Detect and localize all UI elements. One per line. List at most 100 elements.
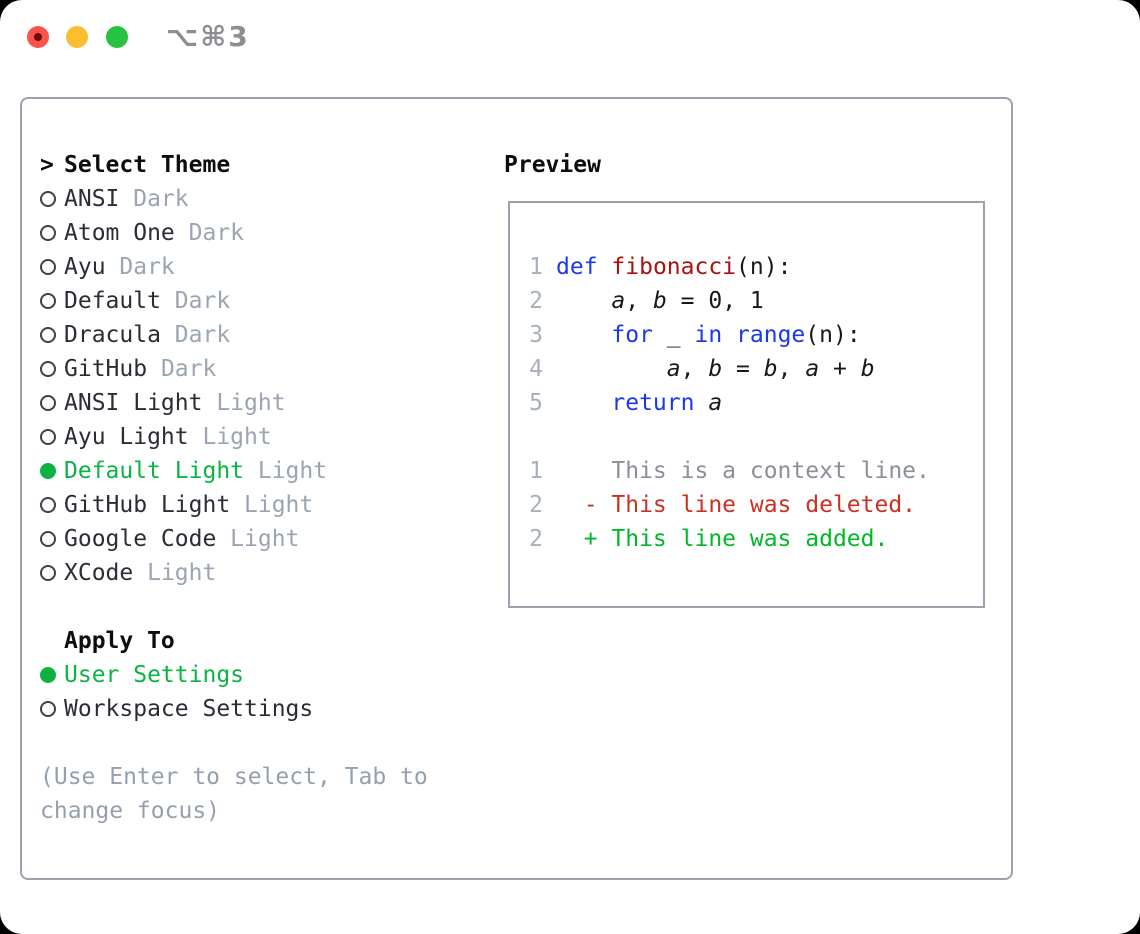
option-label: Google Code bbox=[64, 526, 217, 552]
option-tag: Light bbox=[216, 526, 300, 552]
option-label: Atom One bbox=[64, 220, 175, 246]
radio-icon bbox=[40, 497, 64, 513]
radio-icon bbox=[40, 293, 64, 309]
theme-option[interactable]: Default Light Light bbox=[40, 454, 464, 488]
line-number: 2 bbox=[529, 288, 543, 314]
option-tag: Light bbox=[244, 458, 328, 484]
theme-option[interactable]: Ayu Light Light bbox=[40, 420, 464, 454]
theme-option[interactable]: ANSI Dark bbox=[40, 182, 464, 216]
option-tag: Dark bbox=[160, 288, 231, 314]
theme-option[interactable]: ANSI Light Light bbox=[40, 386, 464, 420]
line-number: 4 bbox=[529, 356, 543, 382]
close-button[interactable] bbox=[27, 26, 49, 48]
option-tag: Dark bbox=[174, 220, 245, 246]
radio-icon bbox=[40, 531, 64, 547]
line-number: 1 bbox=[529, 458, 543, 484]
option-tag: Dark bbox=[105, 254, 175, 280]
option-label: GitHub bbox=[64, 356, 148, 382]
radio-selected-icon bbox=[40, 463, 64, 479]
option-tag: Dark bbox=[119, 186, 189, 212]
code-line: 5 return a bbox=[528, 386, 983, 420]
apply-to-option[interactable]: User Settings bbox=[40, 658, 464, 692]
line-content: def fibonacci(n): bbox=[556, 254, 792, 280]
option-tag: Light bbox=[188, 424, 272, 450]
radio-icon bbox=[40, 429, 64, 445]
theme-option[interactable]: Default Dark bbox=[40, 284, 464, 318]
titlebar: ⌥⌘3 bbox=[0, 0, 1140, 74]
radio-icon bbox=[40, 361, 64, 377]
hint-text: (Use Enter to select, Tab to change focu… bbox=[40, 764, 428, 824]
radio-icon bbox=[40, 225, 64, 241]
option-label: Default Light bbox=[64, 458, 245, 484]
line-number: 3 bbox=[529, 322, 543, 348]
option-label: ANSI bbox=[64, 186, 120, 212]
code-line: 2 - This line was deleted. bbox=[528, 488, 983, 522]
zoom-button[interactable] bbox=[106, 26, 128, 48]
minimize-button[interactable] bbox=[66, 26, 88, 48]
option-tag: Light bbox=[133, 560, 217, 586]
window-title: ⌥⌘3 bbox=[166, 20, 250, 53]
line-content: for _ in range(n): bbox=[611, 322, 861, 348]
option-label: Ayu bbox=[64, 254, 106, 280]
theme-option[interactable]: Google Code Light bbox=[40, 522, 464, 556]
line-content: a, b = 0, 1 bbox=[611, 288, 764, 314]
line-number bbox=[528, 420, 543, 454]
preview-title: Preview bbox=[504, 152, 601, 178]
caret-icon: > bbox=[40, 152, 54, 178]
apply-to-option[interactable]: Workspace Settings bbox=[40, 692, 464, 726]
line-content: a, b = b, a + b bbox=[666, 356, 875, 382]
theme-option[interactable]: Ayu Dark bbox=[40, 250, 464, 284]
option-label: Default bbox=[64, 288, 161, 314]
radio-icon bbox=[40, 191, 64, 207]
select-theme-title: Select Theme bbox=[64, 152, 231, 178]
apply-to-title: Apply To bbox=[64, 628, 175, 654]
option-tag: Dark bbox=[147, 356, 217, 382]
line-number: 2 bbox=[529, 526, 543, 552]
radio-icon bbox=[40, 701, 64, 717]
option-label: ANSI Light bbox=[64, 390, 203, 416]
option-label: Ayu Light bbox=[64, 424, 189, 450]
line-number: 5 bbox=[529, 390, 543, 416]
line-content: + This line was added. bbox=[556, 526, 889, 552]
theme-option[interactable]: XCode Light bbox=[40, 556, 464, 590]
option-tag: Dark bbox=[160, 322, 231, 348]
option-label: Workspace Settings bbox=[64, 696, 314, 722]
line-content: return a bbox=[611, 390, 723, 416]
theme-option[interactable]: Dracula Dark bbox=[40, 318, 464, 352]
select-theme-header: > Select Theme bbox=[40, 148, 464, 182]
radio-icon bbox=[40, 565, 64, 581]
option-label: XCode bbox=[64, 560, 134, 586]
theme-option[interactable]: GitHub Dark bbox=[40, 352, 464, 386]
line-number: 1 bbox=[529, 254, 543, 280]
radio-icon bbox=[40, 395, 64, 411]
option-label: Dracula bbox=[64, 322, 161, 348]
code-line: 2 + This line was added. bbox=[528, 522, 983, 556]
option-label: User Settings bbox=[64, 662, 245, 688]
option-tag: Light bbox=[202, 390, 286, 416]
line-content: This is a context line. bbox=[556, 458, 930, 484]
apply-to-header: Apply To bbox=[40, 624, 464, 658]
radio-selected-icon bbox=[40, 667, 64, 683]
theme-option[interactable]: Atom One Dark bbox=[40, 216, 464, 250]
code-line: 2 a, b = 0, 1 bbox=[528, 284, 983, 318]
radio-icon bbox=[40, 259, 64, 275]
code-line: 1 def fibonacci(n): bbox=[528, 250, 983, 284]
code-line: 4 a, b = b, a + b bbox=[528, 352, 983, 386]
theme-option[interactable]: GitHub Light Light bbox=[40, 488, 464, 522]
option-label: GitHub Light bbox=[64, 492, 231, 518]
line-content: - This line was deleted. bbox=[556, 492, 917, 518]
unsaved-dot-icon bbox=[34, 33, 42, 41]
code-line: 3 for _ in range(n): bbox=[528, 318, 983, 352]
code-line bbox=[528, 420, 983, 454]
radio-icon bbox=[40, 327, 64, 343]
line-number: 2 bbox=[529, 492, 543, 518]
code-line: 1 This is a context line. bbox=[528, 454, 983, 488]
